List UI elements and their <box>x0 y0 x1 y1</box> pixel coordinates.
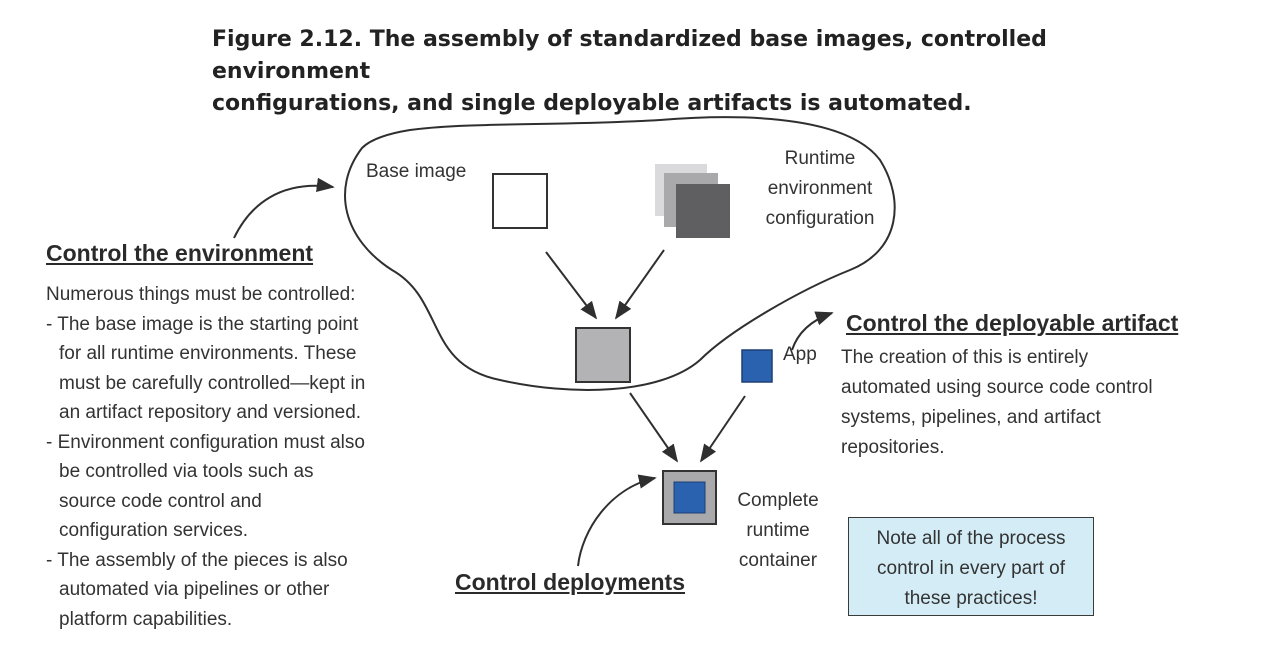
note-line: Note all of the process <box>876 528 1066 549</box>
arrow-app-to-container <box>699 395 746 463</box>
env-text-line: must be carefully controlled—kept in <box>59 372 366 394</box>
base-image-label: Base image <box>366 161 467 182</box>
note-line: control in every part of <box>877 558 1065 579</box>
arrow-config-to-assembled <box>614 249 665 320</box>
arrow-assembled-to-container <box>629 392 679 463</box>
complete-container-label-line: container <box>738 550 818 571</box>
env-text-line: be controlled via tools such as <box>59 461 314 482</box>
figure-title-line-1: Figure 2.12. The assembly of standardize… <box>212 27 1047 84</box>
runtime-config-label: Runtime environment configuration <box>748 144 892 234</box>
control-artifact-heading: Control the deployable artifact <box>846 310 1179 336</box>
env-text-line: - Environment configuration must also <box>46 431 365 453</box>
runtime-config-label-line: Runtime <box>784 148 856 169</box>
app-box <box>741 349 773 383</box>
process-control-note: Note all of the process control in every… <box>848 517 1094 616</box>
control-deployments-heading: Control deployments <box>455 569 686 595</box>
env-text-line: configuration services. <box>59 520 249 541</box>
arrow-base-to-assembled <box>545 251 598 320</box>
complete-container-label-line: Complete <box>737 490 819 511</box>
curved-arrow-environment <box>233 177 335 239</box>
curved-arrow-artifact <box>791 311 834 351</box>
complete-container-label-line: runtime <box>746 520 810 541</box>
runtime-config-label-line: environment <box>767 178 873 199</box>
control-environment-text: Numerous things must be controlled: - Th… <box>46 280 466 634</box>
note-line: these practices! <box>904 588 1038 609</box>
artifact-text-line: The creation of this is entirely <box>841 347 1089 368</box>
figure-title: Figure 2.12. The assembly of standardize… <box>212 24 1172 120</box>
env-text-line: source code control and <box>59 490 262 512</box>
runtime-config-box-front <box>676 184 730 238</box>
environment-blob-outline <box>344 116 896 391</box>
base-image-box <box>492 173 548 229</box>
runtime-config-label-line: configuration <box>765 208 875 229</box>
env-text-line: automated via pipelines or other <box>59 579 330 600</box>
env-text-line: for all runtime environments. These <box>59 343 357 364</box>
app-label: App <box>783 344 817 365</box>
curved-arrow-deployments <box>577 474 657 567</box>
env-text-line: an artifact repository and versioned. <box>59 402 362 423</box>
artifact-text-line: automated using source code control <box>841 377 1153 398</box>
control-artifact-text: The creation of this is entirely automat… <box>841 343 1241 463</box>
runtime-container-inner <box>673 481 706 514</box>
artifact-text-line: repositories. <box>841 437 945 458</box>
env-text-line: platform capabilities. <box>59 608 233 630</box>
assembled-image-box <box>575 327 631 383</box>
env-text-line: - The assembly of the pieces is also <box>46 549 348 571</box>
env-text-line: - The base image is the starting point <box>46 313 359 335</box>
artifact-text-line: systems, pipelines, and artifact <box>841 407 1101 428</box>
complete-container-label: Complete runtime container <box>722 486 834 576</box>
figure-title-line-2: configurations, and single deployable ar… <box>212 91 972 116</box>
env-text-line: Numerous things must be controlled: <box>46 284 356 305</box>
control-environment-heading: Control the environment <box>46 240 314 266</box>
